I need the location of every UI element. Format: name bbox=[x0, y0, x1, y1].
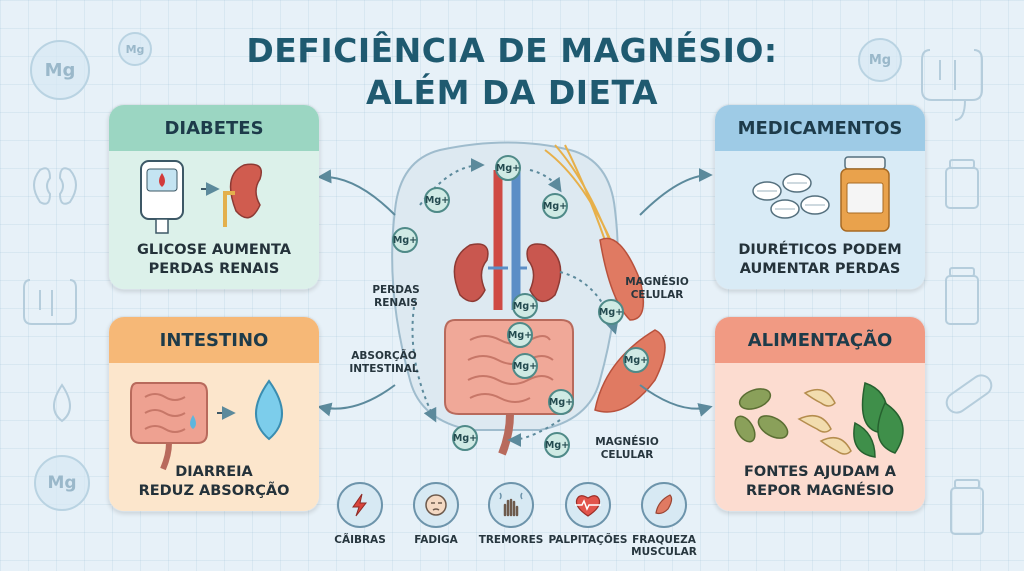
card-intestino-caption-line2: REDUZ ABSORÇÃO bbox=[138, 483, 290, 499]
label-absorcao-intestinal: ABSORÇÃO INTESTINAL bbox=[344, 350, 424, 376]
symptom-tremores: TREMORES bbox=[466, 482, 556, 546]
mg-ion-node: Mg+ bbox=[598, 299, 624, 325]
label-perdas-line2: RENAIS bbox=[374, 297, 418, 309]
mg-ion-node: Mg+ bbox=[548, 389, 574, 415]
label-absorcao-line1: ABSORÇÃO bbox=[351, 350, 417, 362]
symptom-fraqueza-muscular: FRAQUEZA MUSCULAR bbox=[619, 482, 709, 558]
page-title: DEFICIÊNCIA DE MAGNÉSIO: ALÉM DA DIETA bbox=[200, 30, 824, 114]
symptom-label: FADIGA bbox=[414, 534, 458, 546]
title-line-1: DEFICIÊNCIA DE MAGNÉSIO: bbox=[246, 31, 778, 70]
card-alimentacao-caption-line1: FONTES AJUDAM A bbox=[743, 464, 896, 480]
label-magnesio-celular-lower: MAGNÉSIO CELULAR bbox=[592, 436, 662, 462]
muscle-icon bbox=[641, 482, 687, 528]
mg-ion-node: Mg+ bbox=[623, 347, 649, 373]
mg-ion-node: Mg+ bbox=[424, 187, 450, 213]
label-celular1-line1: MAGNÉSIO bbox=[625, 276, 689, 288]
background-drop-icon bbox=[53, 383, 71, 423]
mg-ion-node: Mg+ bbox=[542, 193, 568, 219]
card-intestino-caption: DIARREIA REDUZ ABSORÇÃO bbox=[109, 463, 319, 501]
background-mg-symbol: Mg bbox=[34, 455, 90, 511]
label-magnesio-celular-upper: MAGNÉSIO CELULAR bbox=[622, 276, 692, 302]
tired-face-icon bbox=[413, 482, 459, 528]
card-medicamentos-caption-line2: AUMENTAR PERDAS bbox=[739, 261, 901, 277]
symptom-palpitacoes: PALPITAÇÕES bbox=[543, 482, 633, 546]
card-alimentacao-title: ALIMENTAÇÃO bbox=[715, 317, 925, 363]
label-celular2-line2: CELULAR bbox=[600, 449, 654, 461]
intestine-to-drop-icon bbox=[130, 379, 283, 471]
label-perdas-renais: PERDAS RENAIS bbox=[366, 284, 426, 310]
symptom-label: CÃIBRAS bbox=[334, 534, 386, 546]
mg-ion-node: Mg+ bbox=[495, 155, 521, 181]
left-kidney bbox=[453, 243, 489, 303]
symptom-label: FRAQUEZA MUSCULAR bbox=[631, 534, 697, 558]
mg-ion-node: Mg+ bbox=[512, 353, 538, 379]
card-diabetes-caption: GLICOSE AUMENTA PERDAS RENAIS bbox=[109, 241, 319, 279]
card-medicamentos-caption-line1: DIURÉTICOS PODEM bbox=[738, 242, 902, 258]
card-intestino-caption-line1: DIARREIA bbox=[175, 464, 253, 480]
background-mg-symbol: Mg bbox=[118, 32, 152, 66]
card-alimentacao: ALIMENTAÇÃO FONTES AJUDAM A REPOR MAGNÉS… bbox=[714, 316, 926, 512]
label-absorcao-line2: INTESTINAL bbox=[349, 363, 419, 375]
symptom-label: PALPITAÇÕES bbox=[548, 534, 628, 546]
title-line-2: ALÉM DA DIETA bbox=[365, 73, 659, 112]
mg-ion-node: Mg+ bbox=[507, 322, 533, 348]
symptom-caibras: CÃIBRAS bbox=[315, 482, 405, 546]
symptom-label: TREMORES bbox=[478, 534, 544, 546]
card-diabetes-caption-line1: GLICOSE AUMENTA bbox=[137, 242, 291, 258]
mg-ion-node: Mg+ bbox=[544, 432, 570, 458]
card-alimentacao-caption-line2: REPOR MAGNÉSIO bbox=[746, 483, 894, 499]
card-intestino: INTESTINO DIARREIA REDUZ ABSORÇÃO bbox=[108, 316, 320, 512]
background-kidney-icon bbox=[33, 167, 77, 205]
lightning-icon bbox=[337, 482, 383, 528]
symptom-fadiga: FADIGA bbox=[391, 482, 481, 546]
mg-ion-node: Mg+ bbox=[392, 227, 418, 253]
background-pill-bottle-icon bbox=[945, 159, 984, 535]
card-medicamentos-title: MEDICAMENTOS bbox=[715, 105, 925, 151]
card-medicamentos-caption: DIURÉTICOS PODEM AUMENTAR PERDAS bbox=[715, 241, 925, 279]
card-alimentacao-body: FONTES AJUDAM A REPOR MAGNÉSIO bbox=[715, 363, 925, 511]
heart-pulse-icon bbox=[565, 482, 611, 528]
pills-and-bottle-icon bbox=[752, 156, 890, 232]
connector-arrows bbox=[317, 158, 713, 447]
card-alimentacao-caption: FONTES AJUDAM A REPOR MAGNÉSIO bbox=[715, 463, 925, 501]
card-diabetes-caption-line2: PERDAS RENAIS bbox=[148, 261, 280, 277]
muscle-upper bbox=[599, 237, 645, 321]
mg-ion-node: Mg+ bbox=[452, 425, 478, 451]
mg-ion-node: Mg+ bbox=[512, 293, 538, 319]
background-mg-symbol: Mg bbox=[858, 38, 902, 82]
card-intestino-body: DIARREIA REDUZ ABSORÇÃO bbox=[109, 363, 319, 511]
shaking-hand-icon bbox=[488, 482, 534, 528]
label-perdas-line1: PERDAS bbox=[372, 284, 420, 296]
label-celular2-line1: MAGNÉSIO bbox=[595, 436, 659, 448]
card-intestino-title: INTESTINO bbox=[109, 317, 319, 363]
glucometer-to-kidney-icon bbox=[140, 160, 262, 234]
right-kidney bbox=[526, 243, 562, 303]
seeds-nuts-spinach-icon bbox=[734, 382, 904, 458]
background-capsule-icon bbox=[945, 374, 993, 414]
background-intestine-icon bbox=[23, 49, 983, 325]
label-celular1-line2: CELULAR bbox=[630, 289, 684, 301]
card-diabetes-title: DIABETES bbox=[109, 105, 319, 151]
card-diabetes-body: GLICOSE AUMENTA PERDAS RENAIS bbox=[109, 151, 319, 289]
background-mg-symbol: Mg bbox=[30, 40, 90, 100]
card-medicamentos-body: DIURÉTICOS PODEM AUMENTAR PERDAS bbox=[715, 151, 925, 289]
card-diabetes: DIABETES GLICOSE AUMENTA PERDAS RENAIS bbox=[108, 104, 320, 290]
card-medicamentos: MEDICAMENTOS DIURÉTICOS PODEM AUMENTAR P… bbox=[714, 104, 926, 290]
